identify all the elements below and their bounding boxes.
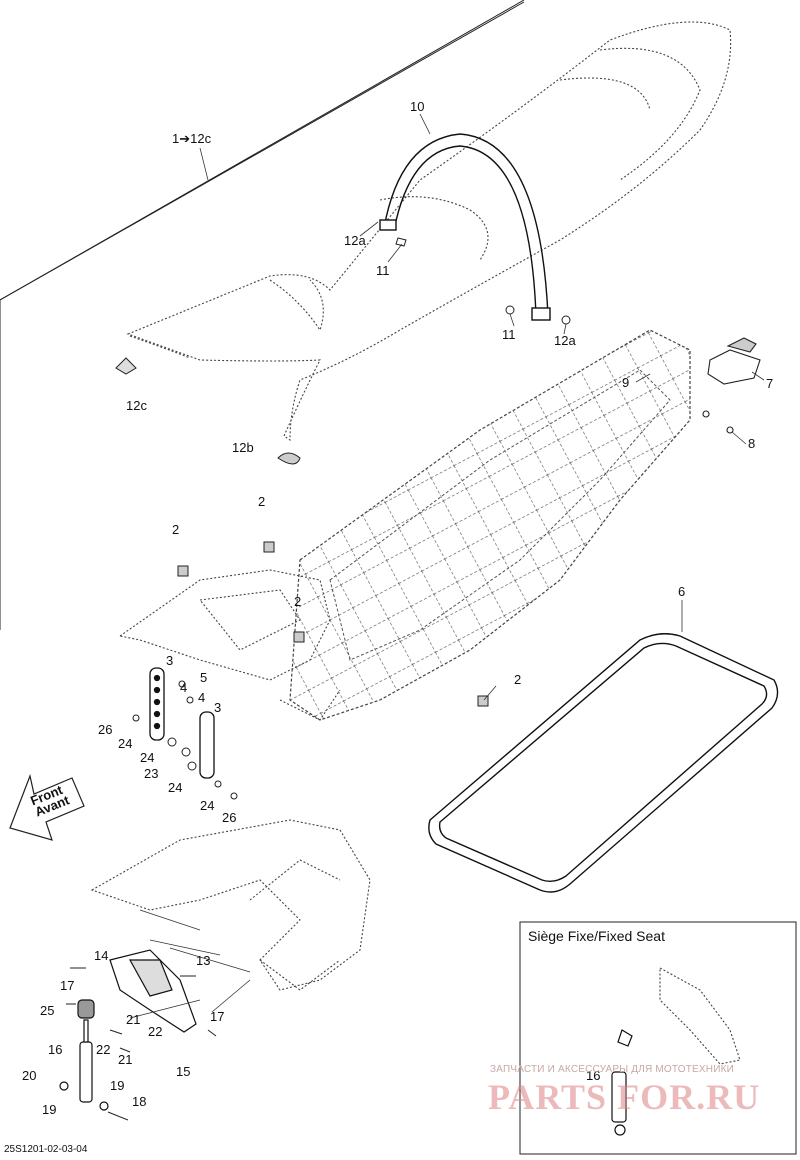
callout-25: 25 <box>40 1003 54 1018</box>
callout-1-12c: 1➔12c <box>172 131 212 146</box>
callout-19-b: 19 <box>42 1102 56 1117</box>
frame-top-edge <box>0 1 525 301</box>
fixed-seat-inset <box>519 921 797 1155</box>
seat-seal <box>428 633 779 893</box>
rear-bracket-structure <box>118 569 341 721</box>
callout-4-a: 4 <box>180 680 187 695</box>
callout-22-a: 22 <box>148 1024 162 1039</box>
callout-21-b: 21 <box>118 1052 132 1067</box>
callout-8: 8 <box>748 436 755 451</box>
inset-title: Siège Fixe/Fixed Seat <box>528 928 665 944</box>
callout-24-d: 24 <box>200 798 214 813</box>
chassis-frame <box>90 819 371 991</box>
callout-12a-mid: 12a <box>554 333 576 348</box>
callout-7: 7 <box>766 376 773 391</box>
seat-cushion <box>126 21 732 442</box>
callout-14: 14 <box>94 948 108 963</box>
callout-16-a: 16 <box>48 1042 62 1057</box>
callout-21-a: 21 <box>126 1012 140 1027</box>
callout-22-b: 22 <box>96 1042 110 1057</box>
callout-18: 18 <box>132 1094 146 1109</box>
callout-24-b: 24 <box>140 750 154 765</box>
link-hardware <box>132 680 238 800</box>
watermark-subtitle: ЗАПЧАСТИ И АКСЕССУАРЫ ДЛЯ МОТОТЕХНИКИ <box>490 1064 735 1075</box>
front-direction-arrow: Front Avant <box>9 773 85 841</box>
shock-mount-bracket <box>77 949 197 1033</box>
callout-3-a: 3 <box>166 653 173 668</box>
callout-15: 15 <box>176 1064 190 1079</box>
leader-lines <box>129 113 765 1019</box>
callout-2-c: 2 <box>294 594 301 609</box>
callout-23: 23 <box>144 766 158 781</box>
callout-12a-top: 12a <box>344 233 366 248</box>
seat-group-frame <box>0 0 525 630</box>
figure-code: 25S1201-02-03-04 <box>4 1144 88 1155</box>
callout-2-d: 2 <box>514 672 521 687</box>
callout-11-mid: 11 <box>502 327 516 342</box>
callout-16-b: 16 <box>586 1068 600 1083</box>
callout-13: 13 <box>196 953 210 968</box>
callout-24-c: 24 <box>168 780 182 795</box>
seat-base <box>289 329 691 721</box>
callout-17-b: 17 <box>210 1009 224 1024</box>
callout-2-a: 2 <box>258 494 265 509</box>
callout-20: 20 <box>22 1068 36 1083</box>
shock-absorber <box>59 1019 109 1111</box>
bracket-nuts <box>177 541 489 707</box>
callout-3-b: 3 <box>214 700 221 715</box>
watermark-brand: PARTS FOR.RU <box>488 1077 761 1117</box>
callout-5: 5 <box>200 670 207 685</box>
callout-19-a: 19 <box>110 1078 124 1093</box>
seat-strap <box>379 133 551 321</box>
fixed-seat-shock <box>611 1029 633 1136</box>
callout-6: 6 <box>678 584 685 599</box>
callout-labels: 1➔12c 10 12a 11 11 12a 12c 12b 9 7 8 2 2… <box>22 99 773 1117</box>
callout-2-b: 2 <box>172 522 179 537</box>
strap-hardware <box>115 237 571 465</box>
callout-17-a: 17 <box>60 978 74 993</box>
fixed-seat-bracket <box>659 967 741 1065</box>
callout-12b: 12b <box>232 440 254 455</box>
seat-latch <box>702 337 761 434</box>
callout-10: 10 <box>410 99 424 114</box>
suspension-link <box>149 667 215 779</box>
callout-4-b: 4 <box>198 690 205 705</box>
shock-hardware <box>66 967 217 1121</box>
callout-12c: 12c <box>126 398 147 413</box>
callout-24-a: 24 <box>118 736 132 751</box>
callout-9: 9 <box>622 375 629 390</box>
callout-11-top: 11 <box>376 263 390 278</box>
callout-26-a: 26 <box>98 722 112 737</box>
callout-26-b: 26 <box>222 810 236 825</box>
